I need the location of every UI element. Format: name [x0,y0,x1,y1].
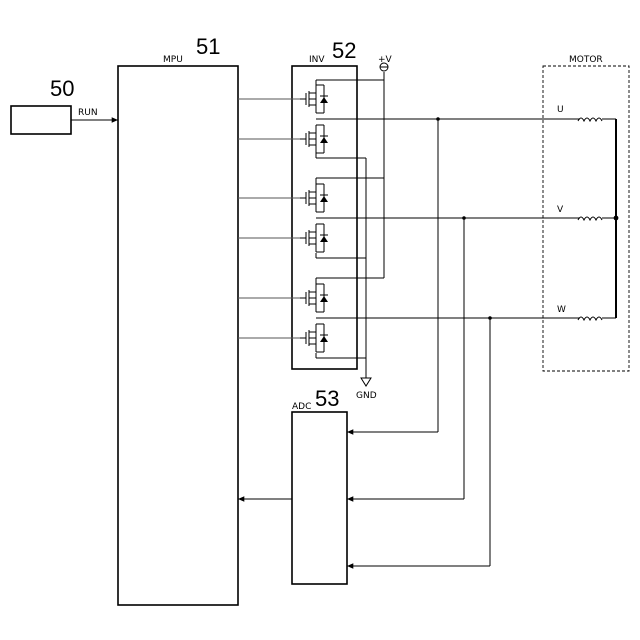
adc-ref: 53 [315,386,339,411]
supply-label: +V [378,55,393,65]
motor-block: MOTOR U V W [543,55,629,371]
switch-u-low [300,125,328,153]
inverter-ref: 52 [332,38,356,63]
mpu-ref: 51 [196,34,220,59]
switch-v-low [300,224,328,252]
ground-symbol [361,378,371,386]
star-point [614,216,619,221]
ground-rail: GND [316,153,377,401]
gate-drive-lines [238,99,300,338]
mpu-block: MPU 51 [118,34,238,605]
phase-w-label: W [557,305,566,315]
mpu-label: MPU [163,55,183,65]
phase-v-label: V [557,205,564,215]
run-signal-label: RUN [78,108,98,118]
ground-label: GND [356,391,377,401]
phase-w-line [316,316,580,566]
motor-label: MOTOR [569,55,603,65]
coil-v-icon [578,217,602,220]
inverter-label: INV [309,55,325,65]
switch-w-high [300,284,328,312]
phase-u-line [316,117,580,432]
switch-w-low [300,324,328,352]
switch-v-high [300,184,328,212]
switch-u-high [300,85,328,113]
run-source-block: 50 RUN [11,76,118,134]
adc-label: ADC [292,402,311,412]
adc-block: ADC 53 [238,386,347,584]
coil-u-icon [578,118,602,121]
supply-rail: +V [316,55,393,284]
phase-u-label: U [557,105,564,115]
run-source-ref: 50 [50,76,74,101]
coil-w-icon [578,317,602,320]
